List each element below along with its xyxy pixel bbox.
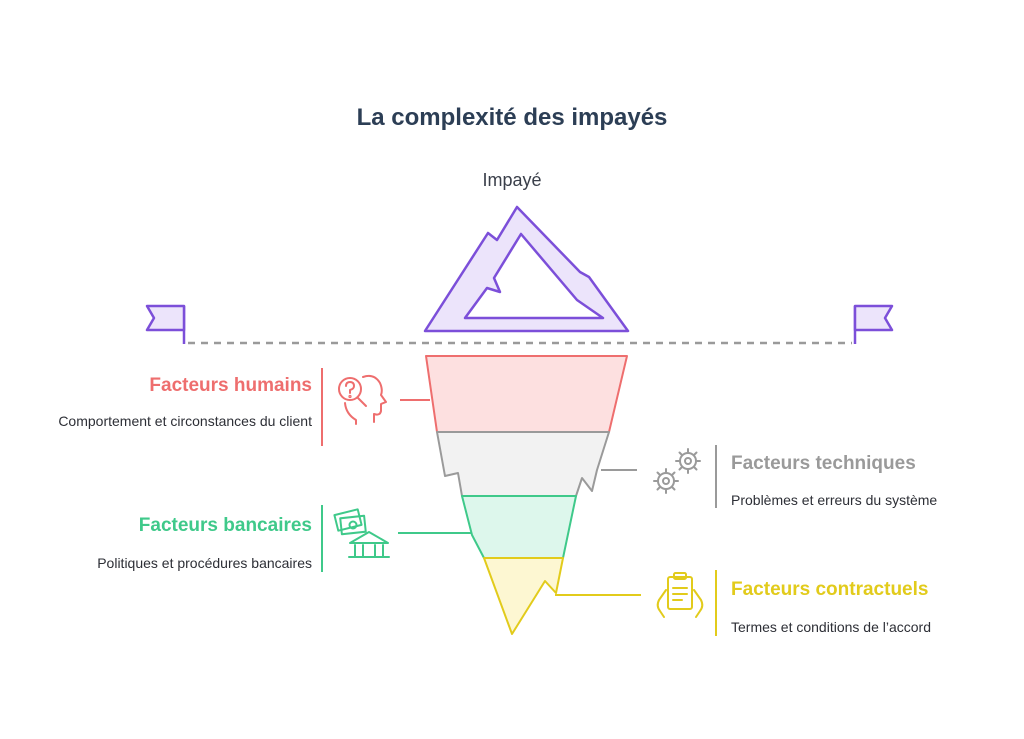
heading-humains: Facteurs humains	[149, 375, 312, 396]
bank-money-icon	[333, 508, 390, 558]
description-contractuels: Termes et conditions de l’accord	[731, 619, 931, 635]
layer-bancaires	[461, 495, 577, 559]
diagram-title: La complexité des impayés	[356, 104, 668, 131]
gears-icon	[653, 448, 701, 494]
layer-contractuels	[483, 557, 564, 635]
heading-bancaires: Facteurs bancaires	[138, 515, 312, 536]
layer-techniques	[436, 431, 610, 497]
left-flag-icon	[145, 304, 186, 344]
thinking-head-icon	[338, 374, 387, 425]
description-techniques: Problèmes et erreurs du système	[731, 492, 938, 508]
tip-label: Impayé	[482, 170, 542, 190]
description-humains: Comportement et circonstances du client	[58, 413, 312, 429]
right-flag-icon	[853, 304, 894, 344]
layer-humains	[425, 355, 628, 433]
heading-techniques: Facteurs techniques	[731, 453, 916, 474]
contract-hands-icon	[656, 572, 704, 618]
heading-contractuels: Facteurs contractuels	[731, 579, 929, 600]
iceberg-tip	[423, 205, 630, 333]
description-bancaires: Politiques et procédures bancaires	[97, 555, 312, 571]
